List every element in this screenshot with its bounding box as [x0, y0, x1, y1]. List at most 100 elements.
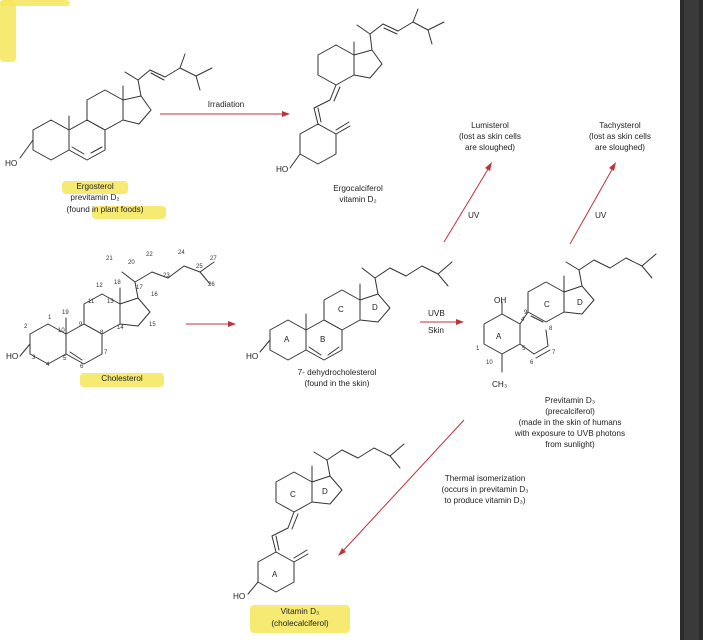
dehydrocholesterol-structure — [259, 261, 453, 361]
irradiation-label: Irradiation — [207, 100, 245, 109]
arrow-uv-lumisterol — [443, 162, 492, 243]
previtamin-ch3: CH₃ — [492, 380, 508, 389]
ergosterol-source-highlight: plant foods) — [100, 205, 144, 214]
tachysterol-note-2: are sloughed) — [594, 143, 646, 152]
arrow-uvb — [420, 319, 464, 325]
carbon-number-5: 5 — [63, 356, 67, 362]
ring-b-label: B — [320, 335, 326, 344]
previtamin-number-1: 1 — [476, 346, 480, 352]
ergosterol-source: (found in plant foods) — [30, 205, 180, 216]
carbon-number-9: 9 — [79, 322, 83, 328]
carbon-number-16: 16 — [151, 292, 158, 298]
previtamin-number-7: 7 — [552, 350, 556, 356]
carbon-number-26: 26 — [208, 282, 215, 288]
lumisterol-note-1: (lost as skin cells — [459, 132, 521, 141]
carbon-number-24: 24 — [178, 250, 185, 256]
previtamin-note-3: from sunlight) — [545, 440, 595, 449]
skin-label: Skin — [428, 326, 444, 335]
previtamin-number-5: 5 — [522, 346, 526, 352]
previtamin-number-4: 4 — [521, 317, 525, 323]
carbon-number-27: 27 — [210, 256, 217, 262]
carbon-number-22: 22 — [146, 252, 153, 258]
dehydrocholesterol-name: 7- dehydrocholesterol — [297, 368, 377, 377]
tachysterol-name: Tachysterol — [599, 121, 641, 130]
dehydrocholesterol-ho: HO — [246, 352, 259, 361]
highlight-plant-foods — [92, 206, 166, 219]
previtamin-name: Previtamin D₃ — [544, 396, 596, 405]
previtamin-note-2: with exposure to UVB photons — [514, 429, 626, 438]
previtamin-oh: OH — [494, 296, 507, 305]
previtamin-subtitle: (precalciferol) — [545, 407, 595, 416]
highlight-corner — [0, 0, 16, 62]
previtamin-d3-structure — [483, 253, 657, 373]
dehydrocholesterol-note: (found in the skin) — [304, 379, 370, 388]
carbon-number-1: 1 — [48, 315, 52, 321]
ergocalciferol-subtitle: vitamin D₂ — [339, 195, 377, 204]
lumisterol-name: Lumisterol — [471, 121, 509, 130]
arrow-cholesterol-to-7dhc — [186, 321, 236, 327]
previtamin-ring-c: C — [544, 300, 550, 309]
previtamin-note-1: (made in the skin of humans — [518, 418, 622, 427]
carbon-number-14: 14 — [117, 325, 124, 331]
carbon-number-2: 2 — [24, 324, 28, 330]
carbon-number-13: 13 — [107, 299, 114, 305]
ergocalciferol-name: Ergocalciferol — [333, 184, 383, 193]
previtamin-number-6: 6 — [530, 360, 534, 366]
vitd3-ho: HO — [233, 592, 246, 601]
carbon-number-21: 21 — [106, 256, 113, 262]
ergosterol-structure — [19, 53, 213, 161]
vitd3-ring-d: D — [322, 487, 328, 496]
scrollbar-thumb[interactable] — [684, 0, 699, 640]
ring-d-label: D — [372, 303, 378, 312]
ergosterol-source-prefix: (found in — [66, 205, 101, 214]
vitamin-d3-structure — [247, 443, 405, 595]
arrow-uv-tachysterol — [569, 162, 616, 245]
uv-left-label: UV — [468, 211, 480, 220]
thermal-label-2: (occurs in previtamin D₃ — [441, 485, 529, 494]
uvb-label: UVB — [428, 309, 445, 318]
vitd3-name: Vitamin D₃ — [280, 607, 320, 616]
carbon-number-11: 11 — [88, 299, 95, 305]
carbon-number-7: 7 — [104, 350, 108, 356]
arrow-thermal — [338, 419, 465, 556]
previtamin-ring-a: A — [496, 332, 502, 341]
carbon-number-4: 4 — [46, 362, 50, 368]
arrow-irradiation — [160, 111, 290, 117]
cholesterol-name: Cholesterol — [101, 374, 143, 383]
previtamin-number-10: 10 — [486, 360, 493, 366]
uv-right-label: UV — [595, 211, 607, 220]
tachysterol-note-1: (lost as skin cells — [589, 132, 651, 141]
ergosterol-name: Ergosterol — [76, 182, 114, 191]
carbon-number-15: 15 — [149, 322, 156, 328]
thermal-label-1: Thermal isomerization — [444, 474, 526, 483]
highlight-cholesterol — [80, 373, 164, 387]
ergocalciferol-ho: HO — [276, 165, 289, 174]
carbon-number-19: 19 — [62, 310, 69, 316]
highlight-corner-top — [0, 0, 70, 6]
vitd3-ring-c: C — [290, 490, 296, 499]
thermal-label-3: to produce vitamin D₃) — [444, 496, 526, 505]
ergosterol-subtitle: previtamin D₂ — [70, 193, 120, 202]
cholesterol-structure — [19, 261, 215, 365]
highlight-vitamin-d3 — [250, 605, 350, 633]
ring-c-label: C — [338, 305, 344, 314]
carbon-number-25: 25 — [196, 264, 203, 270]
ergocalciferol-structure — [289, 8, 445, 169]
previtamin-number-8: 8 — [549, 326, 553, 332]
vitd3-ring-a: A — [272, 570, 278, 579]
carbon-number-8: 8 — [100, 330, 104, 336]
figure-canvas: HO Ergosterol previtamin D₂ (found in pl… — [0, 0, 657, 633]
carbon-number-10: 10 — [58, 328, 65, 334]
carbon-number-6: 6 — [80, 364, 84, 370]
highlight-ergosterol — [62, 181, 128, 194]
previtamin-ring-d: D — [577, 298, 583, 307]
carbon-number-3: 3 — [32, 355, 36, 361]
ergosterol-ho: HO — [5, 159, 18, 168]
carbon-number-17: 17 — [136, 285, 143, 291]
structure-drawings — [19, 8, 657, 595]
carbon-number-12: 12 — [96, 283, 103, 289]
carbon-number-23: 23 — [163, 273, 170, 279]
previtamin-number-9: 9 — [524, 310, 528, 316]
ring-a-label: A — [284, 335, 290, 344]
carbon-number-20: 20 — [128, 260, 135, 266]
